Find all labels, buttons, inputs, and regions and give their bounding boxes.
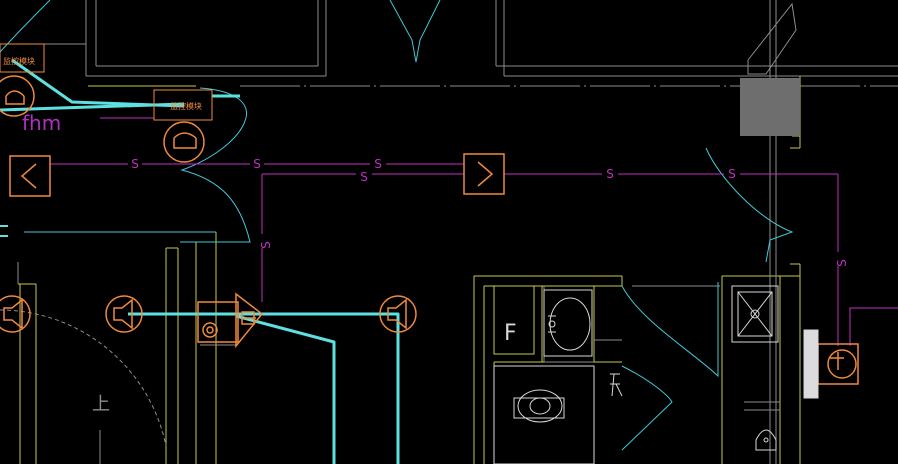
- horn-icon[interactable]: [0, 295, 31, 333]
- junction-box-icon[interactable]: [817, 343, 859, 385]
- smoke-mark: S: [253, 157, 261, 171]
- architecture-walls: [18, 75, 801, 464]
- smoke-mark: S: [606, 167, 614, 181]
- cable-runs: [0, 58, 400, 464]
- stair-up-label: 上: [92, 394, 110, 415]
- monitor-module-label: 监控模块: [3, 56, 35, 66]
- bathroom-fixtures: [493, 285, 819, 464]
- horn-icon[interactable]: [105, 295, 143, 333]
- monitor-module-label: 监控模块: [170, 101, 202, 111]
- left-edge-marks: [0, 225, 8, 237]
- smoke-detector-icon[interactable]: [463, 153, 505, 195]
- smoke-mark: S: [835, 259, 849, 267]
- smoke-mark: S: [360, 170, 368, 184]
- smoke-mark: S: [374, 157, 382, 171]
- smoke-mark: S: [728, 167, 736, 181]
- cyan-outlines: [0, 0, 794, 451]
- smoke-detector-wiring: [50, 117, 898, 346]
- speaker-icon[interactable]: [163, 121, 205, 163]
- structural-column: [740, 78, 800, 136]
- monitor-module-center[interactable]: 监控模块: [153, 89, 213, 121]
- smoke-line-marks: S S S S S S S S: [131, 157, 849, 267]
- speaker-icon[interactable]: [0, 75, 35, 117]
- monitor-module-left[interactable]: 监控模块: [0, 43, 45, 73]
- alarm-bell-icon[interactable]: [197, 292, 264, 349]
- fhm-label: fhm: [22, 111, 61, 135]
- dimension-mark: F: [504, 321, 517, 346]
- smoke-mark: S: [259, 241, 273, 249]
- smoke-mark: S: [131, 157, 139, 171]
- horn-icon[interactable]: [379, 295, 417, 333]
- smoke-detector-icon[interactable]: [9, 155, 51, 197]
